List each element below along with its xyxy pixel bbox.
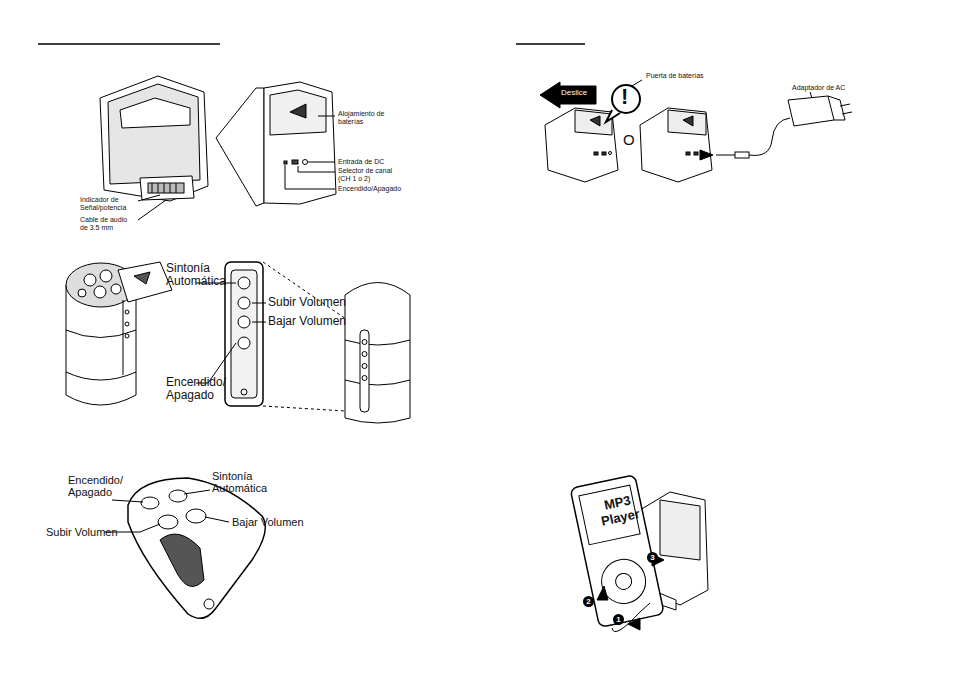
button-label: Subir Volumen [46, 526, 118, 538]
part-label: Alojamiento de baterías [338, 110, 400, 126]
button-label: Encendido/ Apagado [68, 474, 140, 499]
part-label: Indicador de Señal/potencia [80, 196, 142, 212]
part-label: Entrada de DC [338, 158, 384, 166]
warning-symbol: ! [621, 85, 628, 110]
part-label: Encendido/Apagado [338, 185, 401, 193]
part-label: Selector de canal (CH 1 o 2) [338, 167, 402, 183]
button-label: Encendido/ Apagado [166, 376, 240, 403]
button-label: Sintonía Automática [166, 262, 246, 289]
button-label: Subir Volumen [268, 296, 346, 309]
part-label: Adaptador de AC [792, 84, 845, 92]
button-label: Sintonía Automática [212, 470, 284, 495]
callout-number: 3 [647, 552, 658, 563]
arrow-label: Deslice [561, 89, 587, 98]
callout-number: 2 [583, 596, 594, 607]
callout-number: 1 [613, 614, 624, 625]
button-label: Bajar Volumen [268, 315, 346, 328]
part-label: Puerta de baterías [646, 72, 704, 80]
or-label: O [623, 132, 635, 149]
part-label: Cable de audio de 3.5 mm [80, 216, 132, 232]
button-label: Bajar Volumen [232, 516, 304, 528]
